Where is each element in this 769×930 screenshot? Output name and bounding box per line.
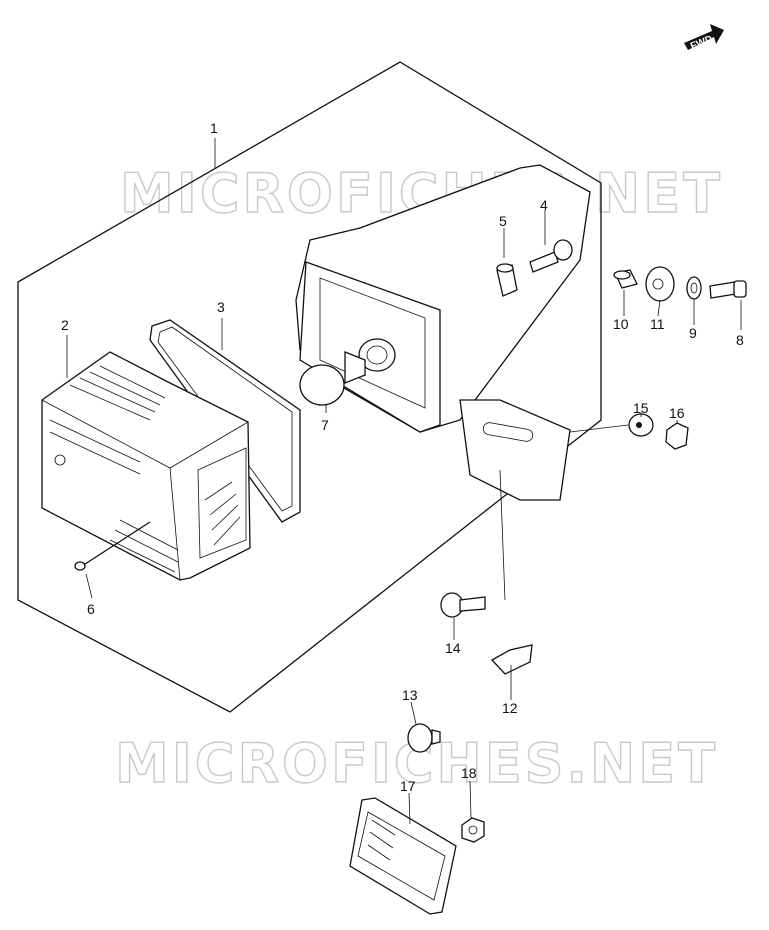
leader-lines: [66, 138, 742, 825]
fwd-arrow-icon: FWD: [684, 24, 724, 52]
bolt-part-4: [529, 239, 573, 273]
part-label-11: 11: [650, 316, 665, 332]
part-label-14: 14: [445, 640, 461, 656]
part-label-16: 16: [669, 405, 685, 421]
bulb-part: [299, 351, 366, 406]
reflector-part-17: [349, 797, 457, 915]
nut-part-16: [665, 422, 689, 450]
part-label-18: 18: [461, 765, 477, 781]
part-label-3: 3: [217, 299, 225, 315]
housing-part: [295, 164, 591, 501]
part-label-13: 13: [402, 687, 418, 703]
part-label-10: 10: [613, 316, 629, 332]
nut-part-18: [461, 817, 485, 843]
part-label-12: 12: [502, 700, 518, 716]
bolt-part-8: [709, 280, 747, 299]
part-label-6: 6: [87, 601, 95, 617]
fwd-label: FWD: [689, 34, 714, 53]
bolt-part-14: [440, 592, 486, 618]
cushion-part-13: [407, 723, 441, 753]
spacer-part: [496, 263, 518, 297]
part-label-1: 1: [210, 120, 218, 136]
grommet-part: [645, 266, 675, 302]
part-label-4: 4: [540, 197, 548, 213]
collar-part: [613, 269, 638, 289]
part-label-15: 15: [633, 400, 649, 416]
part-label-2: 2: [61, 317, 69, 333]
clip-part-12: [490, 644, 533, 675]
assembly-outline: [17, 61, 602, 713]
washer-part-15: [628, 413, 654, 437]
part-label-8: 8: [736, 332, 744, 348]
part-labels: 1 2 3 4 5 6 7 8 9 10 11 12 13 14 15 16 1…: [61, 120, 744, 794]
part-label-17: 17: [400, 778, 416, 794]
lens-part: [41, 351, 251, 581]
part-label-7: 7: [321, 417, 329, 433]
screw-part: [74, 521, 151, 571]
washer-part-9: [686, 276, 702, 300]
part-label-5: 5: [499, 213, 507, 229]
part-label-9: 9: [689, 325, 697, 341]
